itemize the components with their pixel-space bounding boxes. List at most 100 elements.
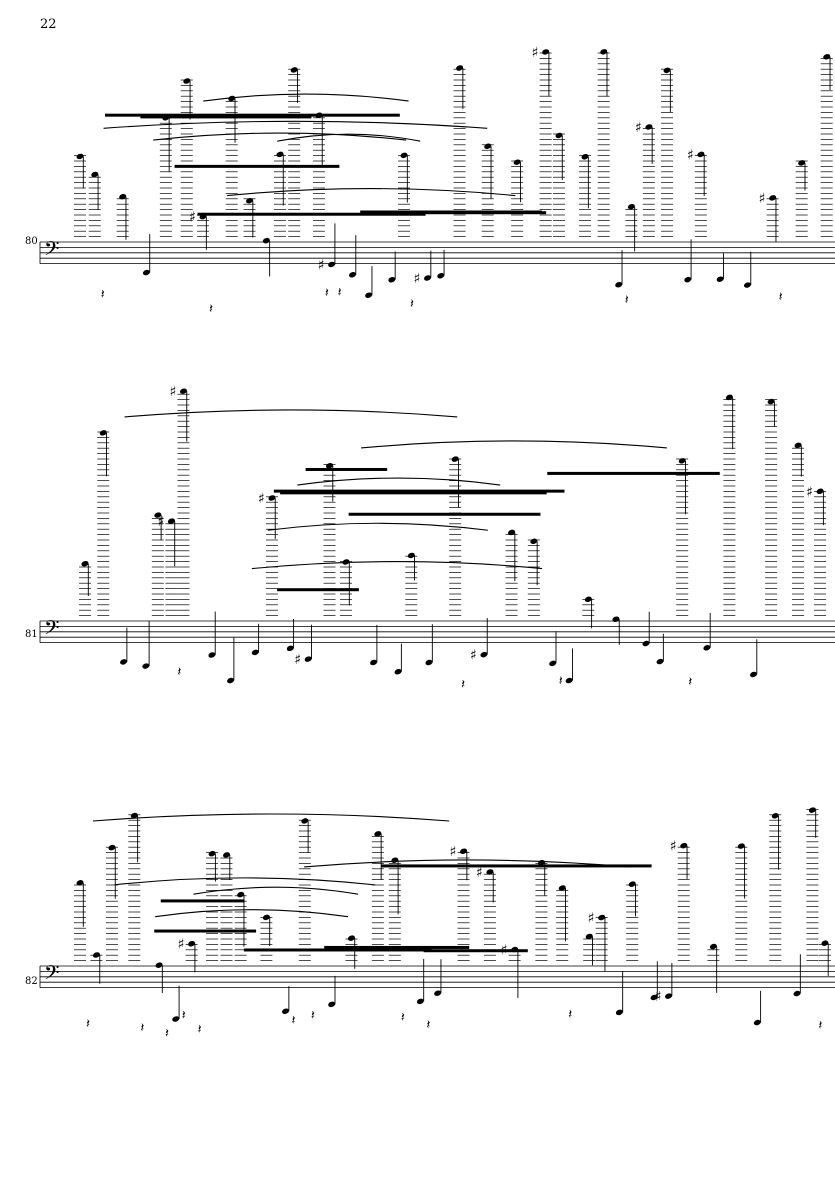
notehead [251,649,259,656]
slur [114,877,376,886]
measure-number-81: 81 [25,629,38,640]
rest-icon: 𝄽 [559,674,563,689]
notehead [328,261,336,268]
sharp-icon: ♯ [318,257,325,273]
notehead [684,276,692,283]
beam [273,489,565,493]
sharp-icon: ♯ [759,191,766,207]
notehead [262,237,270,244]
clefs: 𝄢𝄢𝄢 [44,237,59,989]
sharp-icon: ♯ [655,989,662,1005]
measure-number-82: 82 [25,976,38,987]
notehead [656,658,664,665]
beam [105,113,400,117]
rest-icon: 𝄽 [292,1014,296,1029]
sharp-icon: ♯ [258,491,265,507]
bass-clef-icon: 𝄢 [44,616,59,644]
notehead [119,193,127,200]
notehead [480,651,488,658]
notehead [508,529,516,536]
notehead [709,943,717,950]
notehead [76,153,84,160]
notehead [222,852,230,858]
beam [280,491,547,495]
notehead [612,616,620,622]
notehead [130,812,138,819]
notehead [628,881,636,887]
rest-icon: 𝄽 [688,675,692,690]
rest-icon: 𝄽 [101,287,105,302]
notehead [374,831,382,837]
notehead [172,1016,180,1022]
rest-icon: 𝄽 [86,1017,90,1032]
sharp-icon: ♯ [501,943,508,959]
slur [277,133,421,142]
sharp-icon: ♯ [635,120,642,136]
notehead [342,559,350,565]
slur [227,188,516,197]
rest-icon: 𝄽 [311,1008,315,1023]
notehead [282,1008,290,1014]
notehead [370,659,378,666]
notehead [615,1009,623,1016]
notehead [769,195,777,201]
slur [267,522,488,531]
slur [361,440,667,449]
notehead [286,645,294,652]
notehead [585,933,593,940]
notehead [99,430,107,436]
slur [103,120,488,129]
notehead [91,171,99,178]
rest-icon: 𝄽 [410,297,414,312]
beam [423,949,528,953]
notehead [565,677,573,684]
sharp-icon: ♯ [294,652,301,668]
notehead [793,990,801,997]
notehead [424,275,432,281]
notehead [76,880,84,886]
sharp-icon: ♯ [470,648,477,664]
notehead [665,993,673,999]
notehead [798,160,806,166]
notehead [425,659,433,666]
notehead [703,645,711,651]
notehead [290,67,298,73]
rest-icon: 𝄽 [568,1007,572,1022]
beam [197,212,426,216]
rest-icon: 𝄽 [182,1009,186,1024]
notehead [771,813,779,819]
notehead [627,203,635,210]
bass-clef-icon: 𝄢 [44,237,59,265]
notehead [486,869,494,875]
sharp-icon: ♯ [806,484,813,500]
beam [305,467,388,471]
notehead [407,552,415,559]
slur [203,93,409,102]
slur [153,132,407,141]
notehead [615,281,623,288]
rest-icon: 𝄽 [325,286,329,301]
beam [381,864,652,868]
rest-icon: 𝄽 [165,1026,169,1041]
sharp-icon: ♯ [532,45,539,61]
beam [174,164,340,168]
notehead [179,388,187,394]
notehead [794,442,802,449]
notehead [315,112,323,118]
measure-number-80: 80 [25,236,38,247]
notehead [743,282,751,288]
notehead [416,998,424,1005]
notehead [246,197,254,204]
notehead [227,677,235,684]
notehead [437,273,445,279]
notehead [349,272,356,278]
notehead [750,671,758,678]
sharp-icon: ♯ [169,384,176,400]
slur [124,409,458,418]
beam [160,899,245,903]
notehead [142,663,150,669]
notehead [391,857,399,863]
sharp-icon: ♯ [687,147,694,163]
slur [92,813,450,822]
